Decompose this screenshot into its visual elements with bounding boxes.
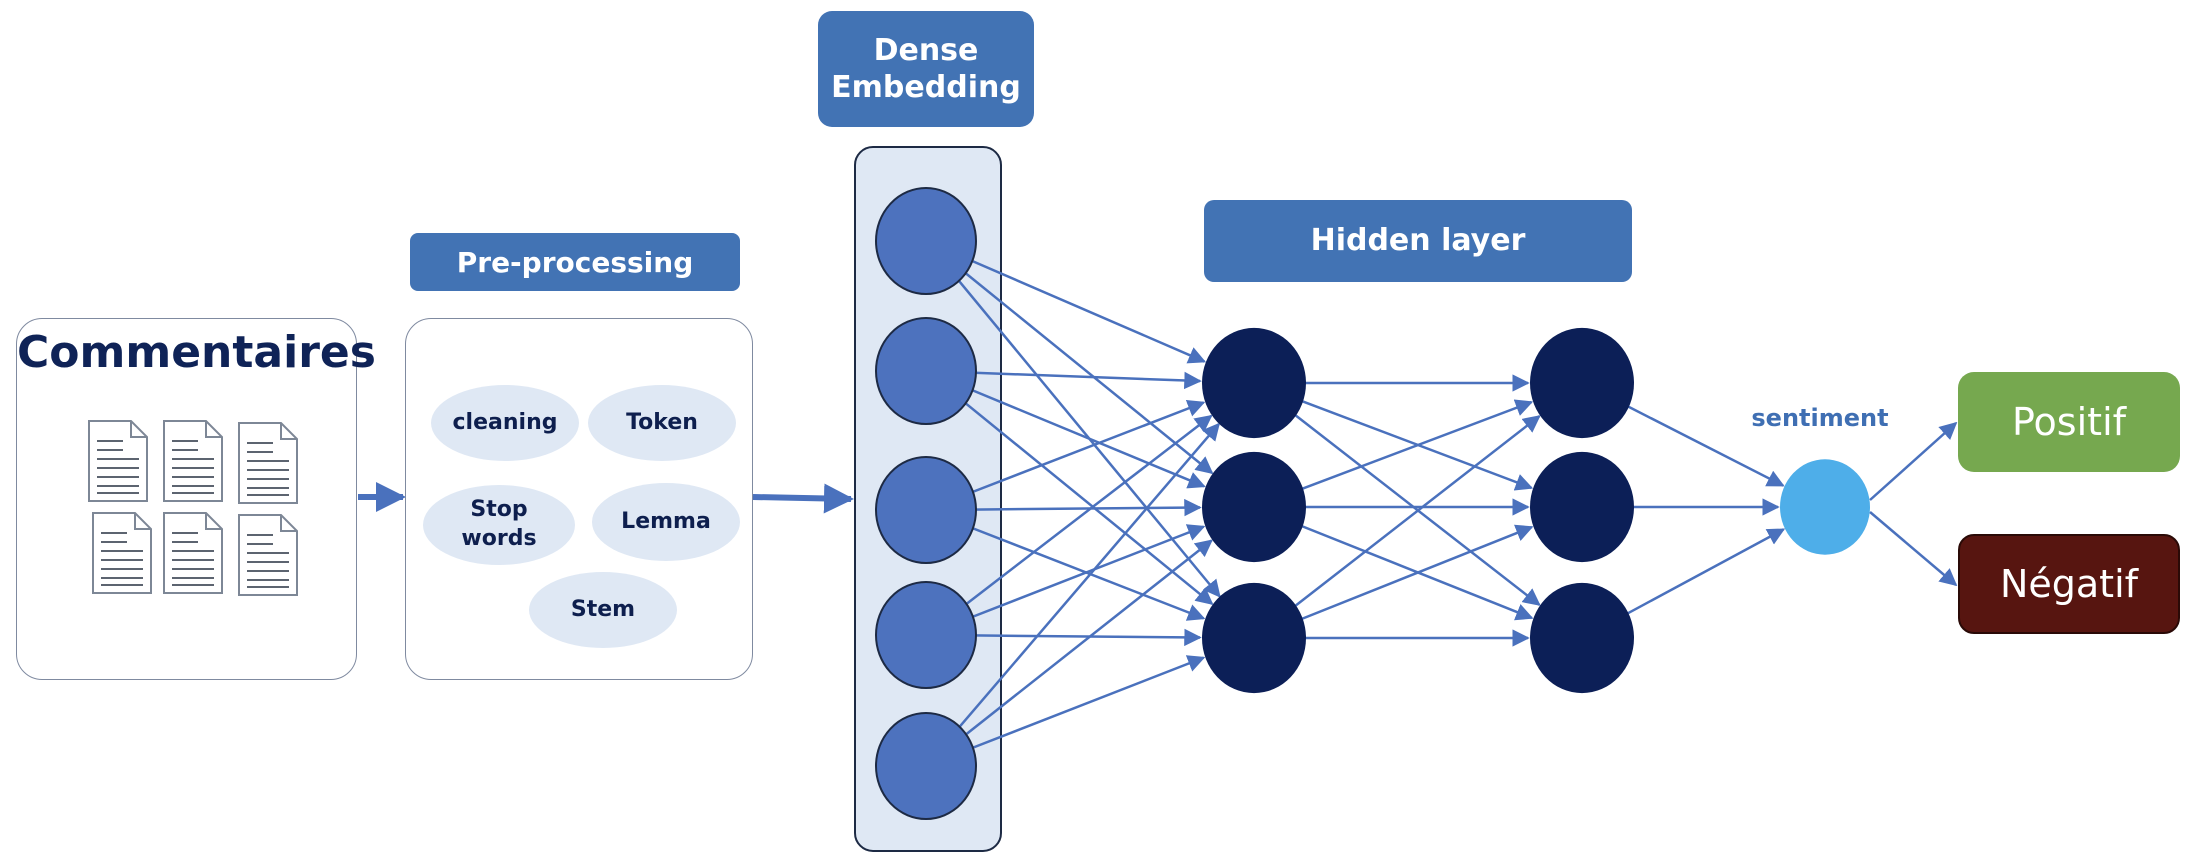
hidden-node-layer2 <box>1530 327 1634 439</box>
hidden-node-layer1 <box>1202 582 1306 694</box>
edge-emb0-h1-0 <box>966 257 1207 364</box>
edge-emb3-h1-0 <box>960 414 1213 609</box>
document-icon <box>92 512 152 594</box>
sentiment-node <box>1780 459 1870 555</box>
edge-h1-1-h2-0 <box>1297 399 1534 492</box>
edge-emb1-h1-0 <box>970 371 1202 390</box>
edge-h1-2-h2-1 <box>1296 524 1534 622</box>
edge-h1-1-h2-2 <box>1296 523 1534 621</box>
arrow-preprocessing-to-embedding <box>752 483 854 514</box>
edge-h2-2-sentiment <box>1622 528 1786 617</box>
edge-h1-2-h2-0 <box>1290 415 1541 611</box>
hidden-layer-header: Hidden layer <box>1204 200 1632 282</box>
preprocessing-panel: cleaning Token Stop words Lemma Stem <box>405 318 753 680</box>
document-icon <box>163 420 223 502</box>
edge-h2-0-sentiment <box>1623 403 1785 487</box>
edge-sentiment-negatif <box>1869 511 1958 587</box>
edge-emb4-h1-0 <box>954 422 1221 733</box>
embedding-node <box>875 456 977 564</box>
edge-emb3-h1-2 <box>970 628 1202 647</box>
step-lemma: Lemma <box>592 483 740 561</box>
preprocessing-header: Pre-processing <box>410 233 740 291</box>
network-edges <box>953 257 1958 751</box>
step-token: Token <box>588 385 736 461</box>
document-icon <box>88 420 148 502</box>
commentaires-panel: Commentaires <box>16 318 376 680</box>
embedding-node <box>875 187 977 295</box>
edge-emb2-h1-1 <box>970 498 1202 517</box>
step-cleaning: cleaning <box>431 385 579 461</box>
commentaires-title: Commentaires <box>17 327 376 378</box>
network-nodes <box>875 187 1870 820</box>
document-icon <box>238 514 298 596</box>
edge-sentiment-positif <box>1869 421 1958 501</box>
hidden-node-layer1 <box>1202 451 1306 563</box>
output-positif: Positif <box>1958 372 2180 472</box>
edge-emb1-h1-2 <box>960 398 1214 606</box>
embedding-node <box>875 317 977 425</box>
step-stop-words: Stop words <box>423 485 575 565</box>
edge-emb0-h1-1 <box>960 268 1214 475</box>
edge-emb4-h1-2 <box>967 655 1206 751</box>
edge-emb1-h1-1 <box>967 387 1206 489</box>
edge-emb4-h1-1 <box>960 539 1213 740</box>
embedding-node <box>875 712 977 820</box>
documents-icon <box>88 420 298 596</box>
document-icon <box>163 512 223 594</box>
embedding-node <box>875 581 977 689</box>
step-stem: Stem <box>529 572 677 648</box>
output-negatif: Négatif <box>1958 534 2180 634</box>
hidden-node-layer2 <box>1530 582 1634 694</box>
edge-emb0-h1-2 <box>953 274 1221 598</box>
document-icon <box>238 422 298 504</box>
hidden-node-layer2 <box>1530 451 1634 563</box>
embedding-header: Dense Embedding <box>818 11 1034 127</box>
edge-emb2-h1-0 <box>967 400 1206 495</box>
edge-h1-0-h2-2 <box>1290 410 1541 606</box>
edge-emb3-h1-1 <box>967 524 1206 620</box>
hidden-node-layer1 <box>1202 327 1306 439</box>
sentiment-label: sentiment <box>1751 404 1889 432</box>
edge-h1-0-h2-1 <box>1297 398 1534 491</box>
